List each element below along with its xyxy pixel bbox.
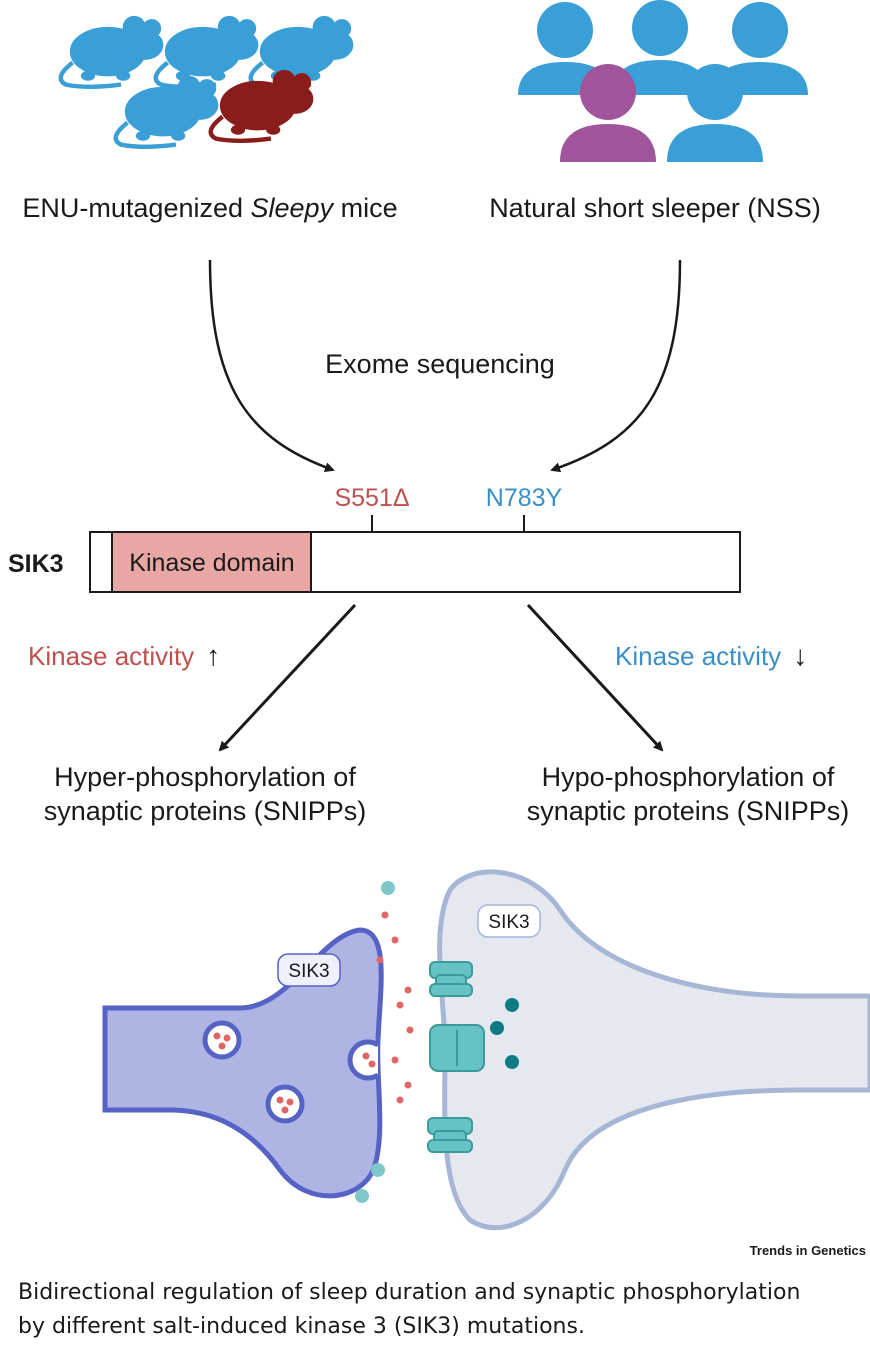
synapse-illustration: SIK3 SIK3 [102,869,870,1231]
receptor-channel [429,961,473,997]
journal-credit: Trends in Genetics [750,1243,866,1258]
right-kinase-activity: Kinase activity↓ [615,640,807,671]
postsynaptic-sik3-label: SIK3 [488,912,529,933]
short-sleeper-person-icon [560,64,656,162]
mouse-icon [156,16,258,86]
nss-label: Natural short sleeper (NSS) [489,193,821,223]
mice-label: ENU-mutagenized Sleepy mice [22,193,397,223]
postsynaptic-sik3-badge [477,904,541,938]
kinase-domain [111,531,312,593]
synaptic-vesicle [265,1084,305,1124]
caption-line-1: Bidirectional regulation of sleep durati… [18,1280,801,1305]
receptor-channel [427,1117,473,1153]
fusing-vesicle [347,1039,380,1081]
mouse-icon [61,16,163,86]
kinase-domain-label: Kinase domain [129,549,294,577]
left-kinase-activity: Kinase activity↑ [28,640,220,671]
caption-line-2: by different salt-induced kinase 3 (SIK3… [18,1314,585,1339]
human-mutation-label: N783Y [486,484,563,512]
left-outcome-line1: Hyper-phosphorylation of [54,762,356,792]
mutant-mouse-icon [211,70,313,140]
left-effect-arrow [218,603,357,752]
mouse-mutation-label: S551Δ [334,484,409,512]
ion-channel [429,1024,485,1072]
presynaptic-sik3-badge [277,953,341,987]
right-effect-arrow [526,603,664,752]
person-icon [612,0,708,95]
people-illustration [518,0,808,162]
figure-caption: Bidirectional regulation of sleep durati… [18,1276,858,1344]
person-icon [667,64,763,162]
nss-to-sik3-arrow [550,259,682,473]
mice-to-sik3-arrow [208,259,335,472]
neurotransmitters [376,911,414,1104]
presynaptic-neuron [102,927,384,1199]
protein-name: SIK3 [8,550,64,578]
method-label: Exome sequencing [325,349,555,379]
ions [355,881,395,1203]
right-outcome-line2: synaptic proteins (SNIPPs) [527,796,850,826]
right-outcome-line1: Hypo-phosphorylation of [542,762,835,792]
synaptic-vesicle [202,1020,242,1060]
presynaptic-sik3-label: SIK3 [288,961,329,982]
mice-illustration [61,16,353,146]
left-outcome-line2: synaptic proteins (SNIPPs) [44,796,367,826]
